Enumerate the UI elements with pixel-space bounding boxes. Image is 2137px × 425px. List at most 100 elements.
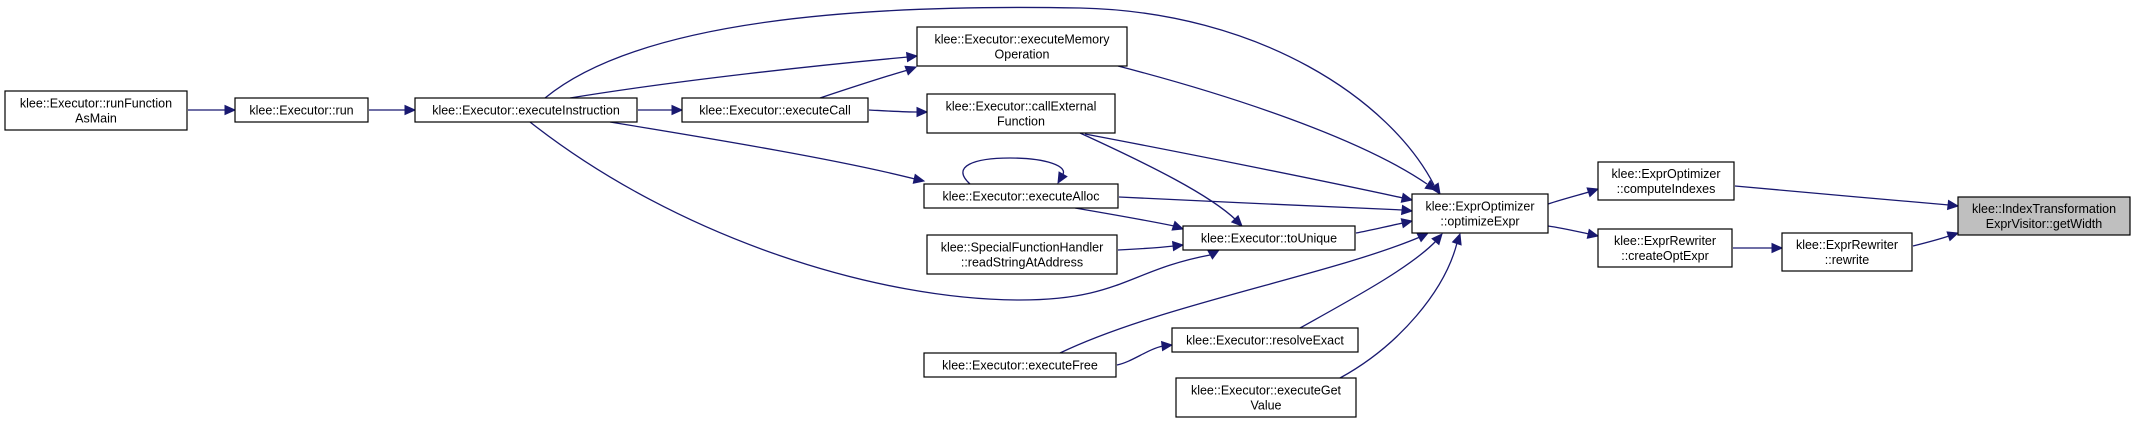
edge-arrowhead (1946, 231, 1960, 242)
edge-line (529, 121, 1211, 301)
edge-executeCall-to-executeMemoryOperation (819, 65, 918, 99)
edge-line (1074, 207, 1175, 227)
node-box[interactable] (4, 90, 188, 131)
edge-arrowhead (905, 51, 919, 63)
edge-line (544, 6, 1435, 186)
edge-optimizeExpr-to-computeIndexes (1547, 187, 1600, 205)
node-label: klee::ExprRewriter (1614, 234, 1716, 248)
edge-line (1547, 225, 1590, 235)
edge-arrowhead (1771, 242, 1784, 254)
node-label: klee::Executor::executeInstruction (432, 104, 620, 118)
node-label: klee::Executor::executeAlloc (942, 190, 1099, 204)
node-box[interactable] (414, 97, 638, 123)
edge-arrowhead (1586, 187, 1600, 198)
edge-arrowhead (904, 65, 918, 76)
edge-executeMemoryOperation-to-optimizeExpr (1117, 65, 1438, 191)
edge-arrowhead (1171, 220, 1185, 231)
edge-line (1079, 132, 1237, 221)
node-box[interactable] (1175, 377, 1357, 418)
node-box[interactable] (1597, 228, 1733, 268)
node-box[interactable] (1411, 193, 1549, 234)
node-getWidth[interactable]: klee::IndexTransformationExprVisitor::ge… (1957, 196, 2131, 236)
node-box[interactable] (926, 93, 1116, 134)
node-box[interactable] (923, 183, 1119, 209)
node-box[interactable] (1597, 161, 1735, 201)
edge-executeGetValue-to-optimizeExpr (1339, 232, 1462, 379)
node-label: klee::Executor::executeFree (942, 359, 1098, 373)
edge-line (819, 69, 909, 99)
edge-line (1734, 185, 1950, 206)
node-box[interactable] (923, 352, 1117, 378)
edge-runFunctionAsMain-to-run (188, 104, 237, 116)
node-label: Operation (995, 48, 1050, 62)
node-createOptExpr[interactable]: klee::ExprRewriter::createOptExpr (1597, 228, 1733, 268)
node-label: ::rewrite (1825, 253, 1870, 267)
edge-arrowhead (1424, 179, 1438, 191)
node-box[interactable] (1182, 225, 1356, 251)
edge-line (962, 157, 1065, 185)
node-label: klee::Executor::toUnique (1201, 232, 1337, 246)
node-label: AsMain (75, 112, 117, 126)
edge-executeFree-to-resolveExact (1116, 340, 1174, 366)
edge-createOptExpr-to-rewrite (1733, 242, 1784, 254)
edge-toUnique-to-optimizeExpr (1355, 218, 1414, 234)
node-resolveExact[interactable]: klee::Executor::resolveExact (1171, 327, 1359, 353)
node-box[interactable] (1781, 232, 1913, 272)
node-label: klee::Executor::callExternal (946, 100, 1097, 114)
node-rewrite[interactable]: klee::ExprRewriter::rewrite (1781, 232, 1913, 272)
node-toUnique[interactable]: klee::Executor::toUnique (1182, 225, 1356, 251)
edge-arrowhead (1400, 218, 1414, 229)
node-label: klee::SpecialFunctionHandler (941, 241, 1104, 255)
node-executeFree[interactable]: klee::Executor::executeFree (923, 352, 1117, 378)
edge-line (1059, 236, 1421, 354)
node-box[interactable] (234, 97, 369, 123)
edge-arrowhead (1057, 171, 1068, 185)
edge-executeInstruction-to-executeAlloc (609, 121, 926, 184)
node-optimizeExpr[interactable]: klee::ExprOptimizer::optimizeExpr (1411, 193, 1549, 234)
edge-arrowhead (224, 104, 237, 116)
edge-line (1339, 242, 1458, 379)
edge-executeAlloc-to-toUnique (1074, 207, 1185, 231)
node-label: klee::Executor::run (249, 104, 353, 118)
node-label: klee::Executor::executeGet (1191, 384, 1342, 398)
edge-arrowhead (671, 104, 684, 116)
edge-arrowhead (1400, 204, 1414, 216)
node-label: klee::Executor::runFunction (20, 97, 172, 111)
edge-computeIndexes-to-getWidth (1734, 185, 1960, 211)
node-box[interactable] (1171, 327, 1359, 353)
edge-optimizeExpr-to-createOptExpr (1547, 225, 1600, 239)
edge-line (1116, 345, 1164, 366)
node-label: ::computeIndexes (1617, 182, 1716, 196)
edge-rewrite-to-getWidth (1912, 231, 1960, 247)
node-box[interactable] (681, 97, 869, 123)
node-box[interactable] (926, 234, 1118, 275)
edge-line (1912, 235, 1950, 247)
edge-arrowhead (1171, 240, 1185, 252)
node-label: klee::ExprOptimizer (1611, 167, 1720, 181)
edge-line (1117, 65, 1428, 185)
node-run[interactable]: klee::Executor::run (234, 97, 369, 123)
nodes-layer: klee::IndexTransformationExprVisitor::ge… (4, 26, 2131, 418)
node-label: klee::Executor::executeMemory (934, 33, 1110, 47)
node-computeIndexes[interactable]: klee::ExprOptimizer::computeIndexes (1597, 161, 1735, 201)
edge-arrowhead (1431, 233, 1443, 246)
edge-arrowhead (1207, 249, 1221, 260)
edge-arrowhead (912, 173, 926, 184)
node-executeAlloc[interactable]: klee::Executor::executeAlloc (923, 183, 1119, 209)
node-box[interactable] (916, 26, 1128, 67)
node-executeInstruction[interactable]: klee::Executor::executeInstruction (414, 97, 638, 123)
edge-run-to-executeInstruction (369, 104, 417, 116)
edge-line (868, 109, 919, 113)
edge-line (569, 56, 909, 99)
edge-executeInstruction-to-executeMemoryOperation (569, 51, 919, 99)
edge-line (1547, 191, 1590, 205)
node-box[interactable] (1957, 196, 2131, 236)
node-executeCall[interactable]: klee::Executor::executeCall (681, 97, 869, 123)
node-readStringAtAddress[interactable]: klee::SpecialFunctionHandler::readString… (926, 234, 1118, 275)
node-label: Value (1250, 399, 1281, 413)
